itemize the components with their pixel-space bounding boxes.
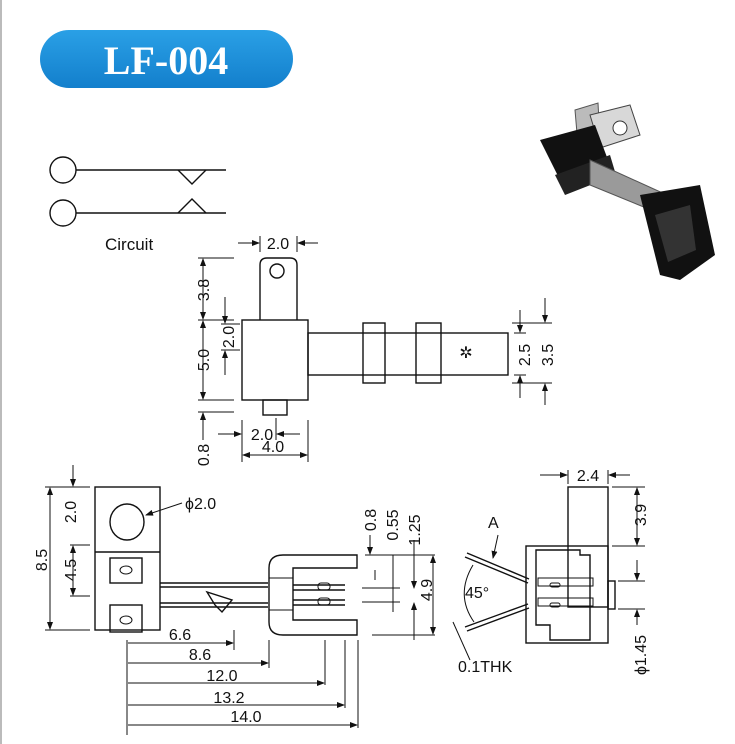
dim-hole-offset: 2.0 (221, 326, 238, 348)
dim-body-height: 5.0 (196, 349, 213, 371)
dim-13-2: 13.2 (213, 690, 244, 707)
dim-top-section: 2.0 (63, 501, 80, 523)
dim-8-6: 8.6 (189, 647, 211, 664)
dim-12-0: 12.0 (206, 668, 237, 685)
dim-conn-height: 4.9 (419, 579, 436, 601)
title-badge: LF-004 (40, 30, 293, 88)
dim-stub-width: 2.0 (251, 427, 273, 444)
dim-hole-dia: ϕ2.0 (185, 496, 216, 513)
dim-pitch: 1.25 (407, 514, 424, 545)
dim-thickness: 0.1THK (458, 659, 513, 676)
side-view: ϕ2.0 8.5 2.0 4.5 6.6 8.6 12.0 13.2 14.0 (34, 465, 436, 735)
top-view: ✲ 2.0 3.8 5.0 2.0 0.8 2.0 4.0 2.5 (196, 236, 557, 466)
end-view: A 45° 0.1THK 2.4 3.9 ϕ1.45 (452, 468, 650, 676)
dim-tab-height: 3.8 (196, 279, 213, 301)
circuit-label: Circuit (105, 235, 153, 254)
dim-shaft-inner: 2.5 (517, 344, 534, 366)
dim-6-6: 6.6 (169, 627, 191, 644)
dim-tab-height-end: 3.9 (633, 504, 650, 526)
dim-gap: 0.8 (363, 509, 380, 531)
dim-14-0: 14.0 (230, 709, 261, 726)
dim-mid-section: 4.5 (63, 559, 80, 581)
dim-shaft-outer: 3.5 (540, 344, 557, 366)
dim-tab-width: 2.0 (267, 236, 289, 253)
star-mark-icon: ✲ (459, 345, 472, 362)
dim-height: 8.5 (34, 549, 51, 571)
dim-body-width: 4.0 (262, 439, 284, 456)
dim-stub-height: 0.8 (196, 444, 213, 466)
model-title: LF-004 (104, 38, 228, 83)
dim-blade: 0.55 (385, 509, 402, 540)
product-photo (540, 102, 715, 280)
label-a: A (488, 515, 499, 532)
dim-angle: 45° (465, 585, 489, 602)
dim-width: 2.4 (577, 468, 599, 485)
dim-pin-dia: ϕ1.45 (633, 635, 650, 675)
circuit-symbol: Circuit (49, 156, 226, 254)
